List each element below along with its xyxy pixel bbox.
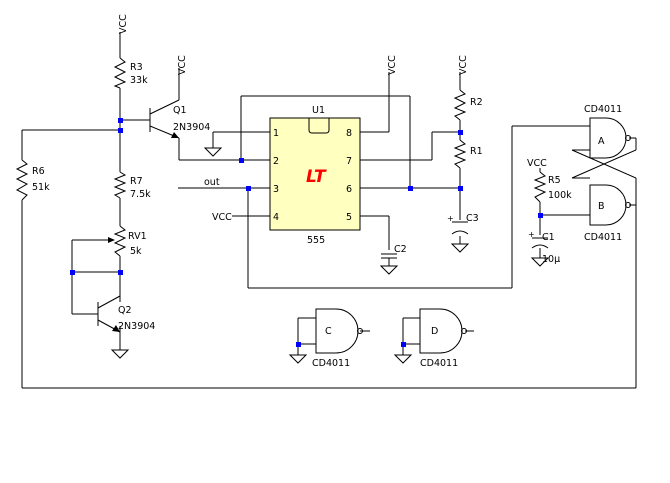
u1-ref: U1 <box>312 105 325 116</box>
junction-dots <box>70 118 543 347</box>
u1-logo: LT <box>306 167 327 187</box>
q1-ref: Q1 <box>173 105 187 116</box>
c1-ref: C1 <box>542 232 555 243</box>
r3-ref: R3 <box>130 62 143 73</box>
gate-c-ref: C <box>325 326 332 337</box>
transistor-q2: Q2 2N3904 <box>97 295 155 333</box>
resistor-r3: R3 33k <box>113 57 148 89</box>
gate-d-value: CD4011 <box>420 358 458 369</box>
c3-ref: C3 <box>466 213 479 224</box>
q1-value: 2N3904 <box>173 122 210 133</box>
c2-ref: C2 <box>394 244 407 255</box>
resistor-r7: R7 7.5k <box>113 171 151 200</box>
vcc-label-pin4: VCC <box>212 212 232 223</box>
r7-ref: R7 <box>130 176 143 187</box>
svg-text:+: + <box>528 230 535 239</box>
potentiometer-rv1: RV1 5k <box>108 225 147 257</box>
resistor-r1: R1 <box>453 139 483 169</box>
resistor-r5: R5 100k <box>533 171 572 203</box>
u1-pin-5: 5 <box>346 212 352 223</box>
ground-symbols <box>110 147 550 364</box>
capacitor-c2: C2 <box>381 244 407 266</box>
vcc-label-q1: VCC <box>177 55 188 75</box>
nand-gate-c: C CD4011 <box>312 308 363 369</box>
vcc-label-r3: VCC <box>118 14 129 34</box>
u1-value: 555 <box>307 235 325 246</box>
ic-u1-555: U1 555 LT 1 2 3 4 8 7 6 5 <box>269 105 361 246</box>
svg-text:+: + <box>447 214 454 223</box>
u1-pin-3: 3 <box>273 184 279 195</box>
vcc-label-r2: VCC <box>458 55 469 75</box>
vcc-labels: VCC VCC VCC VCC VCC VCC <box>118 14 547 223</box>
r1-ref: R1 <box>470 146 483 157</box>
rv1-value: 5k <box>130 246 142 257</box>
u1-pin-6: 6 <box>346 184 352 195</box>
nand-gate-b: B CD4011 <box>584 184 631 243</box>
q2-value: 2N3904 <box>118 321 155 332</box>
gate-a-value: CD4011 <box>584 104 622 115</box>
u1-pin-1: 1 <box>273 128 279 139</box>
r5-value: 100k <box>548 190 572 201</box>
r2-ref: R2 <box>470 97 483 108</box>
gate-b-value: CD4011 <box>584 232 622 243</box>
c1-value: 10µ <box>542 254 560 265</box>
r6-value: 51k <box>32 182 50 193</box>
vcc-label-pin8: VCC <box>387 55 398 75</box>
nand-gate-a: A CD4011 <box>584 104 631 159</box>
gate-d-ref: D <box>431 326 438 337</box>
r5-ref: R5 <box>548 175 561 186</box>
resistor-r2: R2 <box>453 89 483 121</box>
capacitor-c3: + C3 <box>447 213 479 235</box>
vcc-label-r5: VCC <box>527 158 547 169</box>
u1-pin-7: 7 <box>346 156 352 167</box>
q2-ref: Q2 <box>118 305 132 316</box>
r7-value: 7.5k <box>130 189 151 200</box>
nand-gate-d: D CD4011 <box>419 308 467 369</box>
capacitor-c1: + C1 10µ <box>528 230 560 265</box>
resistor-r6: R6 51k <box>15 159 50 201</box>
transistor-q1: Q1 2N3904 <box>149 99 210 139</box>
out-label: out <box>204 177 220 188</box>
r6-ref: R6 <box>32 166 45 177</box>
gate-a-ref: A <box>598 136 605 147</box>
gate-c-value: CD4011 <box>312 358 350 369</box>
rv1-ref: RV1 <box>128 231 147 242</box>
u1-pin-8: 8 <box>346 128 352 139</box>
u1-pin-2: 2 <box>273 156 279 167</box>
r3-value: 33k <box>130 75 148 86</box>
gate-b-ref: B <box>598 201 605 212</box>
u1-pin-4: 4 <box>273 212 279 223</box>
